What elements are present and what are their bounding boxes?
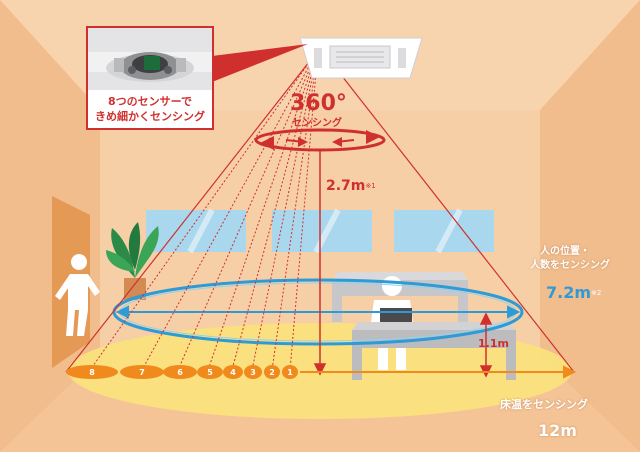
rotation-degrees: 360°	[290, 91, 347, 116]
potted-plant	[106, 222, 159, 300]
floor-sensing-range: 12m	[538, 421, 577, 440]
ceiling-height-label: 2.7m※1	[326, 178, 376, 194]
rotation-label: センシング	[292, 118, 342, 129]
people-range-value: 7.2m	[546, 283, 592, 302]
sensor-unit-illustration	[88, 28, 212, 90]
callout-line-2: きめ細かくセンシング	[95, 110, 205, 123]
ceiling-height-note: ※1	[365, 182, 376, 190]
sensor-callout: 8つのセンサーで きめ細かくセンシング	[86, 26, 214, 130]
sensor-zone-label: 2	[269, 368, 275, 377]
floor-range-arrow	[300, 365, 577, 379]
sensor-zone-label: 4	[230, 368, 236, 377]
rotation-ring	[254, 128, 386, 152]
floor-sensing-label: 床温をセンシング	[500, 398, 588, 411]
desk-back-top	[332, 272, 468, 280]
people-range-note: ※2	[591, 289, 602, 297]
standing-person-icon	[55, 254, 100, 336]
sensor-photo	[88, 28, 212, 90]
sensor-zone-label: 5	[207, 368, 213, 377]
sensor-zone-6	[163, 365, 197, 379]
sensor-zone-label: 8	[89, 368, 95, 377]
right-wall	[540, 0, 640, 452]
people-sensing-ring	[112, 278, 524, 346]
sensor-zone-1	[282, 365, 298, 379]
sensor-zone-7	[120, 365, 164, 379]
sensor-zone-label: 1	[287, 368, 293, 377]
desk-front-top	[352, 322, 516, 330]
sensor-zone-3	[244, 365, 262, 379]
sensor-zone-2	[264, 365, 280, 379]
sensor-rays	[89, 49, 319, 371]
sensor-zone-label: 6	[177, 368, 183, 377]
sensing-cone-edges	[65, 47, 575, 373]
sensor-zone-8	[66, 365, 118, 379]
desk-height-label: 1.1m	[478, 337, 509, 350]
ceiling-height-value: 2.7m	[326, 178, 366, 194]
callout-line-1: 8つのセンサーで	[108, 95, 192, 108]
sensor-zone-label: 7	[139, 368, 145, 377]
people-sensing-line-1: 人の位置・	[540, 246, 590, 257]
sensor-zone-labels: 8 7 6 5 4 3 2 1	[89, 368, 293, 377]
ceiling-air-conditioner-icon	[299, 37, 423, 79]
people-range-arrow	[115, 305, 521, 319]
people-sensing-line-2: 人数をセンシング	[530, 260, 610, 271]
callout-pointer	[212, 44, 308, 82]
people-sensing-range: 7.2m※2	[546, 284, 601, 302]
ceiling-height-arrow	[313, 150, 327, 376]
sensor-zone-label: 3	[250, 368, 256, 377]
sensor-zones	[66, 365, 298, 379]
sensor-zone-4	[223, 365, 243, 379]
desk-back	[332, 280, 468, 322]
sensor-zone-5	[197, 365, 223, 379]
